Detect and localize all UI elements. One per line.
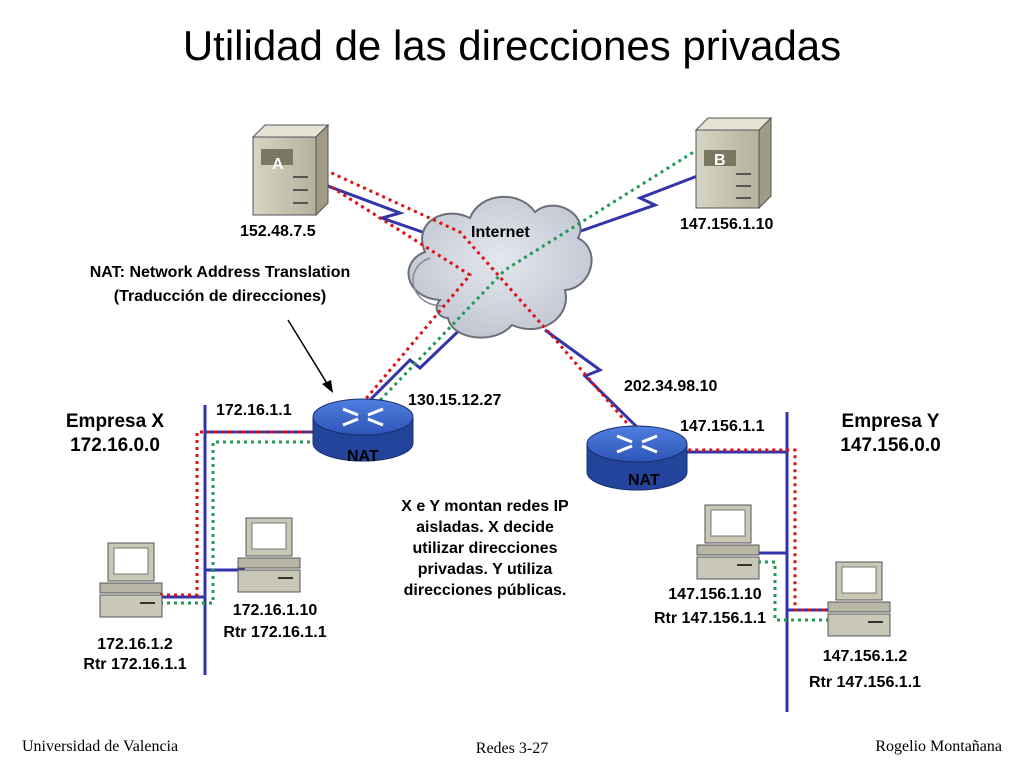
path-green-private	[160, 146, 701, 605]
internet-cloud	[407, 196, 593, 339]
server-a-letter: A	[272, 156, 284, 173]
link-router-y-internet	[544, 328, 642, 432]
host-x1-ip: 172.16.1.2	[97, 636, 173, 653]
explanation-line: utilizar direcciones	[412, 540, 558, 557]
explanation-line: aisladas. X decide	[416, 519, 554, 536]
router-y-icon	[586, 425, 688, 491]
host-y2-gateway: Rtr 147.156.1.1	[808, 674, 922, 691]
explanation-line: privadas. Y utiliza	[417, 561, 553, 578]
internet-cloud-label: Internet	[471, 224, 530, 241]
router-y-outside-ip: 202.34.98.10	[624, 378, 718, 395]
server-b-icon	[694, 116, 773, 210]
pc-x1-icon	[99, 542, 163, 618]
explanation-text: X e Y montan redes IP aisladas. X decide…	[370, 496, 600, 601]
link-server-b-internet	[577, 173, 701, 234]
server-b-letter: B	[714, 152, 726, 169]
host-x2-gateway: Rtr 172.16.1.1	[223, 624, 327, 641]
router-x-icon	[312, 398, 414, 462]
path-green-public	[758, 560, 830, 622]
server-b-ip: 147.156.1.10	[680, 216, 774, 233]
explanation-line: X e Y montan redes IP	[401, 498, 569, 515]
host-x1-gateway: Rtr 172.16.1.1	[83, 656, 187, 673]
path-red-public	[324, 168, 830, 612]
pc-y1-icon	[696, 504, 760, 580]
server-a-ip: 152.48.7.5	[240, 223, 316, 240]
company-y-network: 147.156.0.0	[840, 435, 941, 456]
nat-note-line1: NAT: Network Address Translation	[89, 264, 351, 281]
footer-left: Universidad de Valencia	[22, 738, 179, 755]
host-x2-ip: 172.16.1.10	[232, 602, 318, 619]
host-y1-gateway: Rtr 147.156.1.1	[653, 610, 767, 627]
nat-note-line2: (Traducción de direcciones)	[113, 288, 327, 305]
pc-y2-icon	[827, 561, 891, 637]
pc-x2-icon	[237, 517, 301, 593]
host-y2-ip: 147.156.1.2	[822, 648, 908, 665]
link-server-a-internet	[324, 183, 461, 247]
path-red-private	[160, 181, 473, 597]
router-x-outside-ip: 130.15.12.27	[408, 392, 502, 409]
server-a-icon	[251, 123, 330, 217]
router-x-inside-ip: 172.16.1.1	[216, 402, 292, 419]
page-title: Utilidad de las direcciones privadas	[182, 22, 842, 69]
company-y-name: Empresa Y	[841, 411, 940, 432]
host-y1-ip: 147.156.1.10	[668, 586, 762, 603]
company-x-network: 172.16.0.0	[70, 435, 160, 456]
nat-pointer-arrow	[287, 319, 333, 393]
company-x-name: Empresa X	[65, 411, 165, 432]
router-y-label: NAT	[628, 472, 660, 489]
router-y-inside-ip: 147.156.1.1	[680, 418, 765, 435]
footer-center: Redes 3-27	[475, 740, 549, 757]
router-x-label: NAT	[347, 448, 379, 465]
footer-right: Rogelio Montañana	[875, 738, 1002, 755]
explanation-line: direcciones públicas.	[403, 582, 567, 599]
